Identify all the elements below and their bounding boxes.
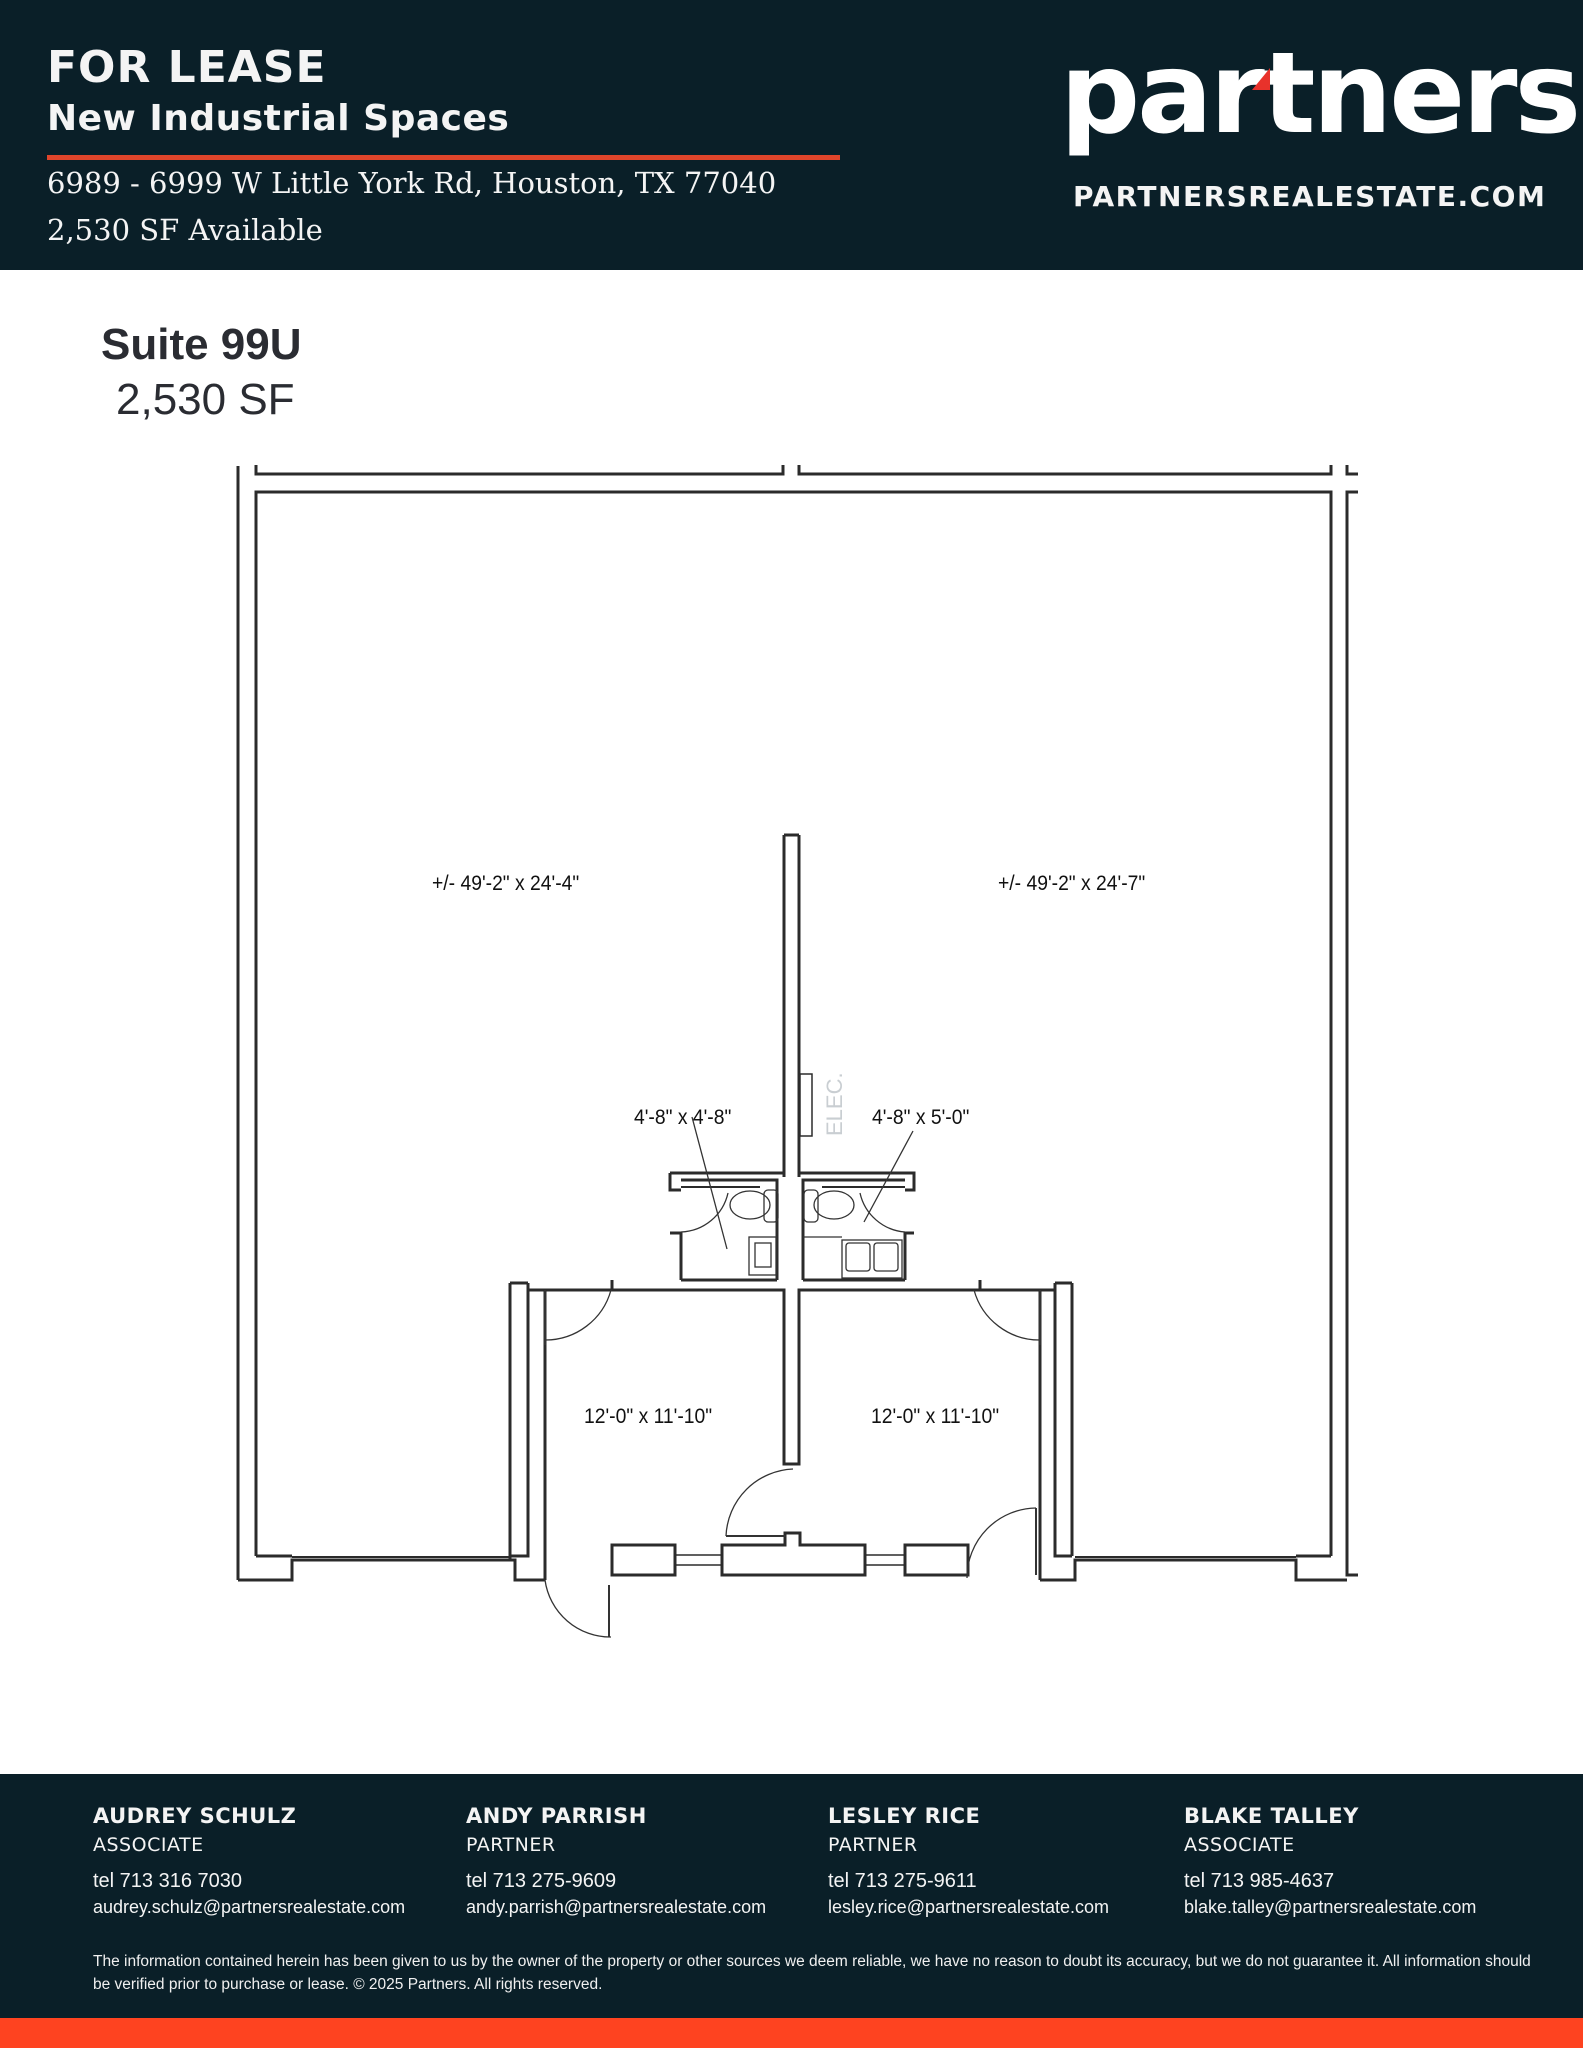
contact-name: AUDREY SCHULZ — [93, 1804, 297, 1828]
contact-email[interactable]: audrey.schulz@partnersrealestate.com — [93, 1897, 406, 1917]
contact-phone[interactable]: tel 713 275-9611 — [828, 1870, 977, 1892]
listing-type-title: FOR LEASE — [47, 42, 327, 93]
footer-contacts: AUDREY SCHULZ ASSOCIATE tel 713 316 7030… — [0, 1774, 1583, 2018]
available-area: 2,530 SF Available — [47, 213, 323, 247]
property-address: 6989 - 6999 W Little York Rd, Houston, T… — [47, 166, 777, 200]
listing-subtitle: New Industrial Spaces — [47, 98, 510, 139]
contact-name: BLAKE TALLEY — [1184, 1804, 1359, 1828]
suite-area: 2,530 SF — [116, 375, 295, 424]
contact-phone[interactable]: tel 713 275-9609 — [466, 1870, 617, 1892]
restroom-right-dimension: 4'-8" x 5'-0" — [872, 1106, 970, 1129]
electrical-room-label: ELEC. — [822, 1072, 847, 1136]
office-right-dimension: 12'-0" x 11'-10" — [871, 1405, 1000, 1428]
contact-name: LESLEY RICE — [828, 1804, 981, 1828]
suite-name: Suite 99U — [101, 320, 302, 369]
contact-card: BLAKE TALLEY ASSOCIATE tel 713 985-4637 … — [1184, 1804, 1476, 1918]
contact-role: PARTNER — [828, 1834, 918, 1856]
contact-email[interactable]: andy.parrish@partnersrealestate.com — [466, 1897, 767, 1917]
accent-bottom-bar — [0, 2018, 1583, 2048]
contact-role: ASSOCIATE — [93, 1834, 204, 1856]
warehouse-right-dimension: +/- 49'-2" x 24'-7" — [998, 872, 1146, 895]
warehouse-left-dimension: +/- 49'-2" x 24'-4" — [432, 872, 580, 895]
contact-phone[interactable]: tel 713 985-4637 — [1184, 1870, 1335, 1892]
contact-name: ANDY PARRISH — [466, 1804, 647, 1828]
contact-card: ANDY PARRISH PARTNER tel 713 275-9609 an… — [466, 1804, 766, 1918]
header-divider — [47, 155, 840, 160]
contact-role: PARTNER — [466, 1834, 556, 1856]
header-banner: FOR LEASE New Industrial Spaces 6989 - 6… — [0, 0, 1583, 270]
website-link[interactable]: PARTNERSREALESTATE.COM — [1073, 180, 1547, 213]
contact-role: ASSOCIATE — [1184, 1834, 1295, 1856]
contact-email[interactable]: lesley.rice@partnersrealestate.com — [828, 1897, 1110, 1917]
logo-wordmark: partners — [1060, 29, 1581, 159]
partners-logo: partners — [1060, 38, 1581, 166]
contact-phone[interactable]: tel 713 316 7030 — [93, 1870, 243, 1892]
logo-accent-icon — [1252, 68, 1270, 90]
legal-disclaimer: The information contained herein has bee… — [93, 1953, 1531, 1993]
office-left-dimension: 12'-0" x 11'-10" — [584, 1405, 713, 1428]
contact-card: LESLEY RICE PARTNER tel 713 275-9611 les… — [828, 1804, 1109, 1918]
contact-card: AUDREY SCHULZ ASSOCIATE tel 713 316 7030… — [93, 1804, 405, 1918]
contact-email[interactable]: blake.talley@partnersrealestate.com — [1184, 1897, 1477, 1917]
restroom-left-dimension: 4'-8" x 4'-8" — [634, 1106, 732, 1129]
